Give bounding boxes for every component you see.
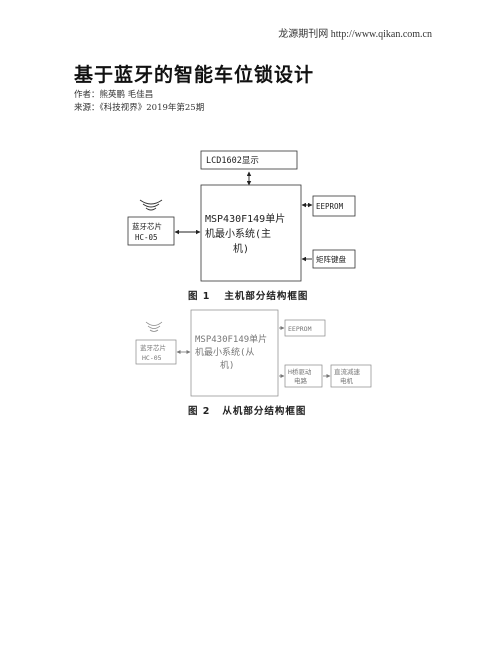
- dc-motor-label-line1: 直流减速: [334, 367, 361, 376]
- journal-source-header[interactable]: 龙源期刊网 http://www.qikan.com.cn: [278, 29, 432, 40]
- lcd-label: LCD1602显示: [206, 156, 259, 166]
- author-line: 作者：熊英鹏 毛佳昌: [74, 90, 154, 100]
- figure-1-caption: 图 1 主机部分结构框图: [188, 288, 308, 302]
- hbridge-label-line2: 电路: [294, 376, 308, 385]
- master-mcu-block: [200, 184, 302, 282]
- slave-eeprom-label: EEPROM: [288, 325, 312, 333]
- wireless-signal-icon: [139, 199, 163, 211]
- slave-mcu-label-line2: 机最小系统(从: [195, 346, 254, 358]
- figure-1-block-diagram: LCD1602显示 MSP430F149单片 机最小系统(主 机) 蓝牙芯片 H…: [127, 150, 356, 282]
- article-title: 基于蓝牙的智能车位锁设计: [74, 64, 315, 86]
- keyboard-label: 矩阵键盘: [316, 254, 346, 264]
- eeprom-label: EEPROM: [316, 202, 344, 211]
- bluetooth-chip-block: [127, 216, 175, 246]
- slave-wireless-signal-icon: [145, 321, 163, 332]
- dc-motor-label-line2: 电机: [340, 376, 354, 385]
- slave-bluetooth-chip-block: [135, 339, 177, 365]
- slave-bluetooth-label-line1: 蓝牙芯片: [140, 343, 166, 352]
- eeprom-block: [312, 195, 356, 217]
- master-mcu-label-line1: MSP430F149单片: [205, 212, 285, 225]
- hbridge-driver-block: [284, 364, 323, 388]
- slave-mcu-block: [190, 309, 279, 397]
- master-mcu-label-line3: 机): [233, 242, 249, 255]
- slave-mcu-label-line1: MSP430F149单片: [195, 333, 267, 345]
- matrix-keyboard-block: [312, 249, 356, 269]
- dc-motor-block: [330, 364, 372, 388]
- bluetooth-label-line1: 蓝牙芯片: [132, 221, 162, 231]
- figure-2-number: 图 2: [188, 406, 211, 417]
- slave-eeprom-block: [284, 319, 326, 337]
- slave-bluetooth-label-line2: HC-05: [142, 354, 162, 362]
- publication-source-line: 来源：《科技视界》2019年第25期: [74, 103, 205, 113]
- slave-mcu-label-line3: 机): [220, 359, 234, 371]
- bluetooth-label-line2: HC-05: [135, 233, 158, 242]
- figure-2-caption-text: 从机部分结构框图: [222, 406, 307, 417]
- figure-2-block-diagram: 蓝牙芯片 HC-05 MSP430F149单片 机最小系统(从 机) EEPRO…: [135, 309, 372, 397]
- hbridge-label-line1: H桥驱动: [288, 367, 312, 376]
- figure-1-number: 图 1: [188, 291, 211, 302]
- lcd-display-block: [200, 150, 298, 170]
- master-mcu-label-line2: 机最小系统(主: [205, 227, 271, 240]
- figure-1-caption-text: 主机部分结构框图: [224, 291, 309, 302]
- figure-2-caption: 图 2 从机部分结构框图: [188, 403, 306, 417]
